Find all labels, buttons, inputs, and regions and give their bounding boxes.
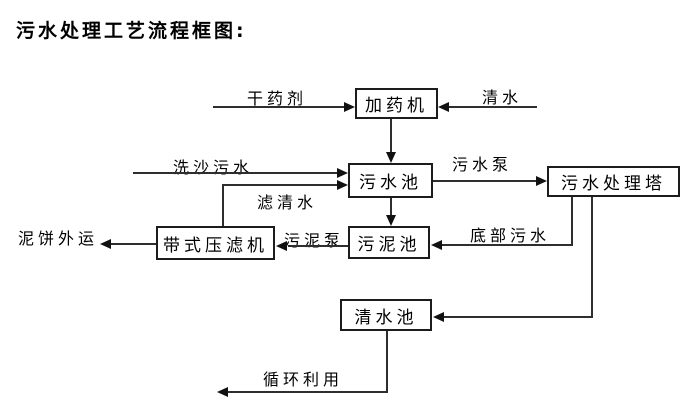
- edge-recycle-vline: [386, 331, 388, 392]
- edge-bottom-sewage-vline: [571, 197, 573, 246]
- arrowhead-icon: [431, 240, 442, 250]
- node-belt-filter-press: 带式压滤机: [156, 226, 275, 260]
- edge-sand-washing-line: [133, 172, 338, 174]
- edge-filtered-water-line: [222, 184, 338, 186]
- arrowhead-icon: [337, 180, 348, 190]
- edge-sewage-to-sludge-line: [390, 198, 392, 216]
- arrowhead-icon: [344, 102, 355, 112]
- label-recycled-use: 循环利用: [263, 370, 344, 389]
- arrowhead-icon: [386, 152, 396, 163]
- edge-dry-agent-line: [213, 106, 345, 108]
- label-dry-agent: 干药剂: [247, 89, 308, 108]
- arrowhead-icon: [217, 387, 228, 397]
- arrowhead-icon: [536, 176, 547, 186]
- page-title: 污水处理工艺流程框图:: [16, 20, 247, 42]
- edge-clean-water-line: [449, 106, 537, 108]
- label-mud-cake-shipped-out: 泥饼外运: [18, 229, 99, 248]
- node-clean-water-pool: 清水池: [340, 299, 432, 331]
- edge-tower-to-clean-vline: [591, 197, 593, 318]
- node-dosing-machine: 加药机: [355, 88, 438, 119]
- edge-filtered-water-vline: [222, 184, 224, 226]
- edge-bottom-sewage-line: [442, 244, 573, 246]
- edge-dosing-to-sewage-line: [390, 119, 392, 153]
- edge-recycle-line: [228, 391, 388, 393]
- label-filtered-clean-water: 滤清水: [257, 193, 318, 212]
- label-bottom-sewage: 底部污水: [470, 226, 551, 245]
- node-sludge-pool: 污泥池: [348, 226, 430, 259]
- arrowhead-icon: [433, 312, 444, 322]
- edge-mud-cake-line: [111, 243, 156, 245]
- label-sewage-pump: 污水泵: [452, 155, 513, 174]
- edge-sludge-pump-line: [288, 245, 348, 247]
- arrowhead-icon: [100, 239, 111, 249]
- node-treatment-tower: 污水处理塔: [547, 166, 680, 197]
- arrowhead-icon: [276, 241, 287, 251]
- arrowhead-icon: [337, 168, 348, 178]
- label-clean-water: 清水: [482, 88, 523, 107]
- edge-tower-to-clean-line: [444, 316, 593, 318]
- edge-sewage-pump-line: [433, 180, 537, 182]
- label-sand-washing-sewage: 洗沙污水: [173, 158, 254, 177]
- arrowhead-icon: [438, 102, 449, 112]
- arrowhead-icon: [386, 215, 396, 226]
- label-sludge-pump: 污泥泵: [284, 231, 345, 250]
- node-sewage-pool: 污水池: [348, 163, 433, 198]
